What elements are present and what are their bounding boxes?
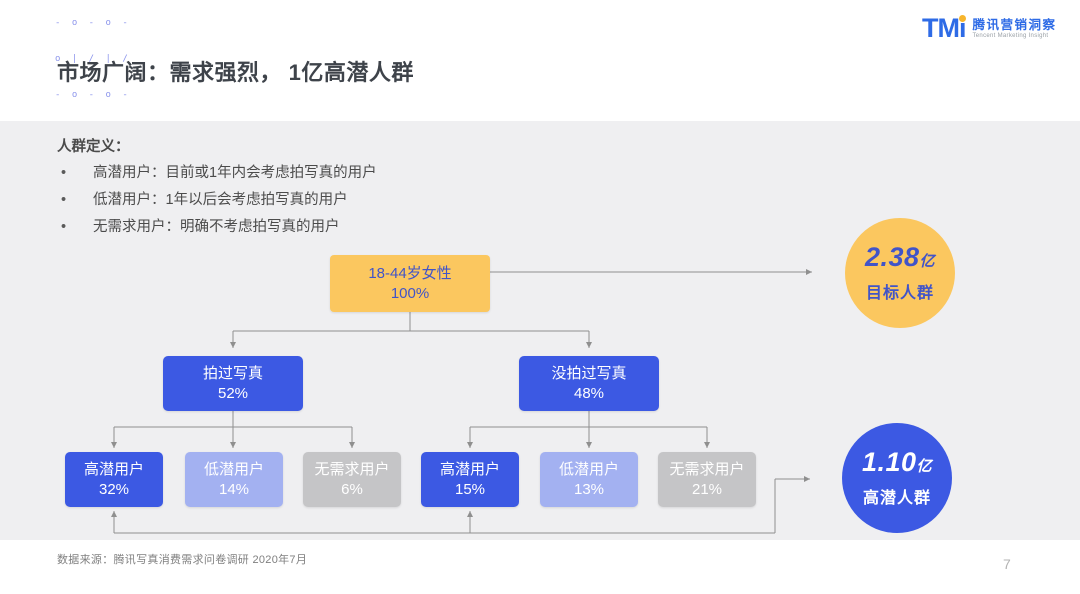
flow-node-shot: 拍过写真 52% xyxy=(163,356,303,411)
list-item: • 低潜用户：1年以后会考虑拍写真的用户 xyxy=(57,187,377,214)
tmi-logo-name-cn: 腾讯营销洞察 xyxy=(972,17,1057,32)
node-label: 高潜用户 xyxy=(83,460,144,478)
badge-number: 1.10 xyxy=(861,447,917,477)
badge-unit: 亿 xyxy=(916,458,933,475)
node-label: 高潜用户 xyxy=(439,460,500,478)
flow-node-root: 18-44岁女性 100% xyxy=(330,255,490,312)
badge-label: 高潜人群 xyxy=(862,490,931,507)
flow-node-shot-low: 低潜用户 14% xyxy=(185,452,283,507)
tmi-logo-dot-icon xyxy=(958,15,966,22)
bullet-icon: • xyxy=(61,192,67,208)
data-source-note: 数据来源：腾讯写真消费需求问卷调研 2020年7月 xyxy=(57,554,308,566)
node-value: 14% xyxy=(218,480,250,498)
node-value: 52% xyxy=(217,384,249,402)
node-label: 没拍过写真 xyxy=(551,364,627,382)
list-item: • 高潜用户：目前或1年内会考虑拍写真的用户 xyxy=(57,160,377,187)
decorative-row: - o - o - xyxy=(55,90,131,100)
node-value: 21% xyxy=(691,480,723,498)
definition-text: 无需求用户：明确不考虑拍写真的用户 xyxy=(93,219,340,235)
badge-high-potential: 1.10亿 高潜人群 xyxy=(842,423,952,533)
tmi-logo-name-en: Tencent Marketing Insight xyxy=(972,32,1049,39)
definition-text: 高潜用户：目前或1年内会考虑拍写真的用户 xyxy=(93,165,377,181)
tmi-logo: TMi 腾讯营销洞察 Tencent Marketing Insight xyxy=(922,13,1057,43)
tmi-logo-mark: TMi xyxy=(922,13,966,43)
badge-value: 1.10亿 xyxy=(862,448,932,481)
definitions-heading: 人群定义： xyxy=(57,139,130,155)
flow-node-notshot: 没拍过写真 48% xyxy=(519,356,659,411)
node-label: 18-44岁女性 xyxy=(368,264,452,282)
decorative-row: - o - o - xyxy=(55,18,131,28)
definition-text: 低潜用户：1年以后会考虑拍写真的用户 xyxy=(93,192,348,208)
badge-value: 2.38亿 xyxy=(865,243,935,276)
node-value: 100% xyxy=(390,284,430,302)
page-title: 市场广阔：需求强烈， 1亿高潜人群 xyxy=(57,60,414,85)
decorative-row: o | / | / xyxy=(55,54,131,64)
badge-target-audience: 2.38亿 目标人群 xyxy=(845,218,955,328)
flow-node-shot-high: 高潜用户 32% xyxy=(65,452,163,507)
page-number: 7 xyxy=(1003,556,1011,572)
bullet-icon: • xyxy=(61,219,67,235)
flow-node-notshot-high: 高潜用户 15% xyxy=(421,452,519,507)
node-label: 无需求用户 xyxy=(314,460,390,478)
list-item: • 无需求用户：明确不考虑拍写真的用户 xyxy=(57,214,377,241)
definitions-block: 人群定义： • 高潜用户：目前或1年内会考虑拍写真的用户 • 低潜用户：1年以后… xyxy=(57,136,377,241)
tmi-logo-text: 腾讯营销洞察 Tencent Marketing Insight xyxy=(973,18,1057,39)
node-label: 无需求用户 xyxy=(669,460,745,478)
node-label: 拍过写真 xyxy=(202,364,263,382)
badge-label: 目标人群 xyxy=(865,285,934,302)
node-label: 低潜用户 xyxy=(558,460,619,478)
bullet-icon: • xyxy=(61,165,67,181)
node-label: 低潜用户 xyxy=(203,460,264,478)
node-value: 6% xyxy=(341,480,363,498)
flow-node-notshot-none: 无需求用户 21% xyxy=(658,452,756,507)
flow-node-notshot-low: 低潜用户 13% xyxy=(540,452,638,507)
flow-node-shot-none: 无需求用户 6% xyxy=(303,452,401,507)
node-value: 13% xyxy=(573,480,605,498)
definitions-list: • 高潜用户：目前或1年内会考虑拍写真的用户 • 低潜用户：1年以后会考虑拍写真… xyxy=(57,160,377,241)
node-value: 48% xyxy=(573,384,605,402)
node-value: 32% xyxy=(98,480,130,498)
badge-unit: 亿 xyxy=(919,253,936,270)
badge-number: 2.38 xyxy=(864,242,920,272)
node-value: 15% xyxy=(454,480,486,498)
